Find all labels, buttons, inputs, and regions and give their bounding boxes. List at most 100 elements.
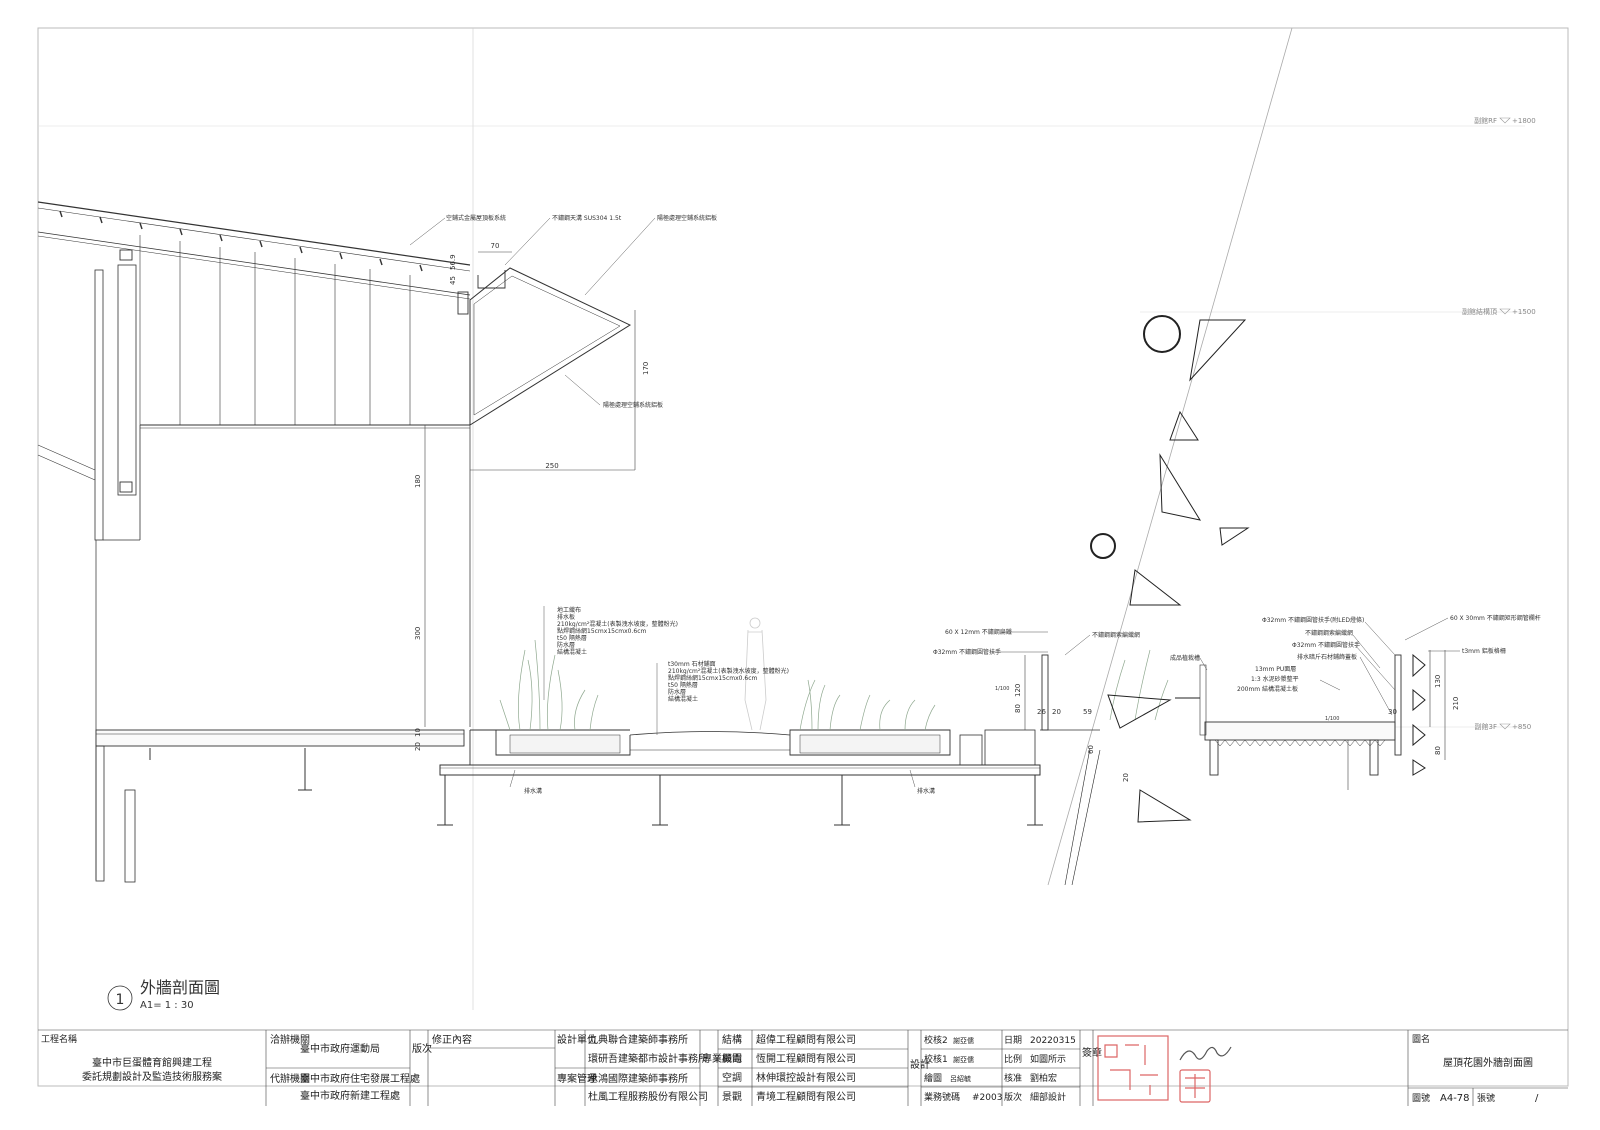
dim-20: 20 <box>414 742 422 751</box>
title-block-text: 工程名稱 臺中市巨蛋體育館興建工程 委託規劃設計及監造技術服務案 洽辦機關 臺中… <box>41 1033 1539 1104</box>
svg-text:版次: 版次 <box>1004 1091 1022 1103</box>
layer-list-b: t30mm 石材鋪面 210kg/cm²混凝土(表製洩水坡度，整體粉光) 點焊鋼… <box>668 660 789 703</box>
level-marker-3f: 副館3F +850 <box>1475 722 1532 731</box>
svg-text:繪圖: 繪圖 <box>924 1072 942 1084</box>
svg-text:防水層: 防水層 <box>557 641 575 649</box>
dim-20b: 20 <box>1052 708 1061 716</box>
dim-30: 30 <box>1388 708 1397 716</box>
svg-text:t30mm 石材鋪面: t30mm 石材鋪面 <box>668 660 716 668</box>
note-railing-32: Φ32mm 不鏽鋼圓管扶手 <box>933 648 1001 656</box>
note-mesh-2: 不鏽鋼鋼索編織網 <box>1305 629 1353 637</box>
facade-panels <box>1064 315 1426 886</box>
svg-text:專業顧問: 專業顧問 <box>702 1052 742 1065</box>
official-seal <box>1097 1035 1211 1103</box>
level-marker-rf: 副館RF +1800 <box>1474 116 1536 125</box>
planting <box>499 639 1169 731</box>
svg-text:A4-78: A4-78 <box>1440 1093 1470 1104</box>
svg-text:恆開工程顧問有限公司: 恆開工程顧問有限公司 <box>756 1052 856 1065</box>
slope-1: 1/100 <box>995 686 1009 692</box>
svg-text:排水板: 排水板 <box>557 613 575 621</box>
svg-text:副館RF: 副館RF <box>1474 116 1497 125</box>
note-slab: 200mm 結構混凝土板 <box>1237 685 1298 693</box>
svg-text:謝亞儒: 謝亞儒 <box>953 1036 974 1045</box>
svg-text:林伸環控設計有限公司: 林伸環控設計有限公司 <box>756 1071 856 1084</box>
note-handrail-led: Φ32mm 不鏽鋼圓管扶手(附LED燈條) <box>1262 616 1364 624</box>
svg-text:核准: 核准 <box>1004 1072 1022 1084</box>
svg-text:結構混凝土: 結構混凝土 <box>557 648 587 656</box>
note-flat-bar: 60 X 12mm 不鏽鋼扁鐵 <box>945 628 1012 636</box>
svg-text:杜風工程服務股份有限公司: 杜風工程服務股份有限公司 <box>588 1090 708 1103</box>
svg-text:張號: 張號 <box>1477 1092 1495 1104</box>
svg-text:景觀: 景觀 <box>722 1091 742 1103</box>
svg-text:210kg/cm²混凝土(表製洩水坡度，整體粉光): 210kg/cm²混凝土(表製洩水坡度，整體粉光) <box>668 667 789 675</box>
svg-text:#2003: #2003 <box>972 1093 1002 1103</box>
svg-text:+1800: +1800 <box>1512 117 1536 125</box>
svg-text:版次: 版次 <box>412 1042 432 1055</box>
svg-text:臺中市政府住宅發展工程處: 臺中市政府住宅發展工程處 <box>300 1072 420 1085</box>
svg-text:環研吾建築都市設計事務所: 環研吾建築都市設計事務所 <box>588 1052 708 1065</box>
svg-text:防水層: 防水層 <box>668 688 686 696</box>
svg-text:+850: +850 <box>1512 723 1531 731</box>
svg-text:委託規劃設計及監造技術服務案: 委託規劃設計及監造技術服務案 <box>82 1070 222 1083</box>
svg-text:九典聯合建築師事務所: 九典聯合建築師事務所 <box>588 1033 688 1046</box>
dimension-lines <box>424 251 1446 790</box>
note-stone-drain: 排水暗斤石材鋪飾蓋板 <box>1297 653 1357 661</box>
note-pu: 13mm PU面層 <box>1255 666 1296 673</box>
dim-300: 300 <box>414 627 422 640</box>
dim-60: 60 <box>1087 745 1095 754</box>
svg-text:t50 隔熱層: t50 隔熱層 <box>557 634 587 642</box>
dim-170: 170 <box>642 362 650 375</box>
drawing-border <box>37 27 1569 1087</box>
dim-20c: 20 <box>1122 773 1130 782</box>
svg-text:A1= 1 : 30: A1= 1 : 30 <box>140 1000 194 1011</box>
note-railing-32b: Φ32mm 不鏽鋼圓管扶手 <box>1292 641 1360 649</box>
svg-text:校核1: 校核1 <box>924 1053 948 1065</box>
note-mesh: 不鏽鋼鋼索編織網 <box>1092 631 1140 639</box>
svg-text:承鴻國際建築師事務所: 承鴻國際建築師事務所 <box>588 1072 688 1085</box>
svg-text:機電: 機電 <box>722 1052 742 1065</box>
note-planter: 成品植栽槽 <box>1170 654 1200 662</box>
note-roof-metal: 空鋪式金屬屋頂板系統 <box>446 214 506 222</box>
svg-text:比例: 比例 <box>1004 1053 1022 1065</box>
svg-text:圖名: 圖名 <box>1412 1033 1430 1045</box>
svg-text:結構混凝土: 結構混凝土 <box>668 695 698 703</box>
svg-text:日期: 日期 <box>1004 1035 1022 1046</box>
svg-text:副館3F: 副館3F <box>1475 722 1497 731</box>
svg-text:青境工程顧問有限公司: 青境工程顧問有限公司 <box>756 1090 856 1103</box>
note-mortar: 1:3 水泥砂漿整平 <box>1251 675 1299 683</box>
svg-text:修正內容: 修正內容 <box>432 1033 472 1046</box>
svg-text:臺中市政府新建工程處: 臺中市政府新建工程處 <box>300 1089 400 1102</box>
dim-45: 45 <box>449 276 457 285</box>
svg-text:代辦機關: 代辦機關 <box>270 1072 310 1085</box>
svg-text:屋頂花園外牆剖面圖: 屋頂花園外牆剖面圖 <box>1443 1056 1533 1069</box>
svg-text:1: 1 <box>116 992 125 1008</box>
svg-text:點焊鋼絲網15cmx15cmx0.6cm: 點焊鋼絲網15cmx15cmx0.6cm <box>668 674 757 682</box>
dim-80: 80 <box>1014 704 1022 713</box>
svg-text:210kg/cm²混凝土(表製洩水坡度，整體粉光): 210kg/cm²混凝土(表製洩水坡度，整體粉光) <box>557 620 678 628</box>
svg-text:設計: 設計 <box>910 1058 930 1071</box>
svg-text:空調: 空調 <box>722 1071 742 1084</box>
dim-120: 120 <box>1014 684 1022 697</box>
note-anodized-bottom: 陽極處理空鋪系統鋁板 <box>603 401 663 409</box>
svg-text:+1500: +1500 <box>1512 308 1536 316</box>
dim-10: 10 <box>414 728 422 737</box>
note-louver: t3mm 鋁板格柵 <box>1462 647 1506 655</box>
svg-text:副館結構頂: 副館結構頂 <box>1462 307 1497 316</box>
svg-text:臺中市巨蛋體育館興建工程: 臺中市巨蛋體育館興建工程 <box>92 1056 212 1069</box>
svg-text:結構: 結構 <box>722 1033 742 1046</box>
leader-lines <box>409 217 1460 788</box>
dim-80b: 80 <box>1434 746 1442 755</box>
dim-180: 180 <box>414 475 422 488</box>
dim-26: 26 <box>1037 708 1046 716</box>
note-anodized-top: 陽極處理空鋪系統鋁板 <box>657 214 717 222</box>
signature <box>1179 1046 1232 1061</box>
svg-text:臺中市政府運動局: 臺中市政府運動局 <box>300 1042 380 1055</box>
dim-59: 59 <box>1083 708 1092 716</box>
svg-text:設計單位: 設計單位 <box>557 1033 597 1046</box>
dim-250: 250 <box>545 462 558 470</box>
dim-70: 70 <box>491 242 500 250</box>
note-drain-2: 排水溝 <box>917 787 935 795</box>
drawing-title: 1 外牆剖面圖 A1= 1 : 30 <box>107 978 220 1011</box>
roof-assembly <box>37 201 632 541</box>
dim-210: 210 <box>1452 697 1460 710</box>
